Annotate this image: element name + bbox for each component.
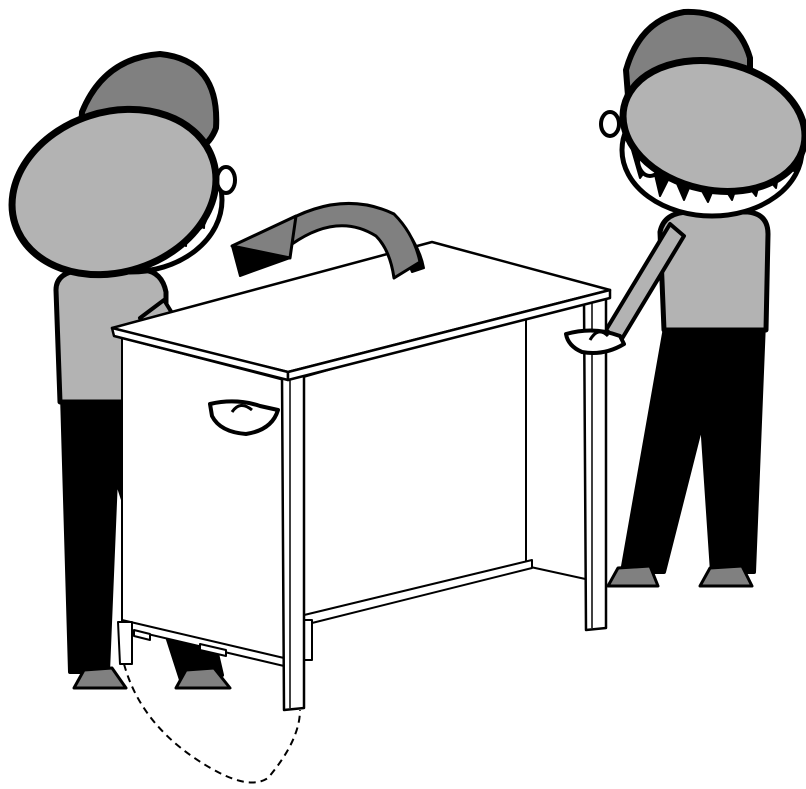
- rotate-arrow-head-shade: [231, 245, 291, 277]
- right-person-ear: [599, 110, 621, 138]
- hands: [208, 328, 626, 436]
- desk-bracket-left: [117, 621, 133, 665]
- desk-bracket-right: [199, 643, 227, 657]
- rotate-arrow-band: [276, 201, 422, 280]
- right-person-shoe-right: [698, 564, 754, 588]
- right-person-body: [604, 209, 771, 588]
- left-person-shoe-left: [72, 666, 128, 690]
- left-person-ear: [215, 165, 237, 195]
- left-person-shoe-right: [174, 666, 232, 690]
- left-person-cap-brim: [8, 105, 220, 279]
- right-person-thumb: [588, 330, 610, 341]
- right-person-hand: [564, 328, 626, 355]
- desk-top-right-edge: [286, 288, 612, 382]
- right-person-pants: [620, 320, 766, 574]
- desk-leg-front: [280, 370, 306, 712]
- desk-bracket-left-2: [133, 629, 151, 641]
- left-person-thumb: [230, 404, 253, 413]
- desk-left-panel: [121, 337, 285, 663]
- right-person-cap-brim: [619, 57, 806, 195]
- swing-dashed-arc: [123, 663, 301, 784]
- desk: [110, 240, 612, 712]
- rotate-arrow: [230, 201, 425, 280]
- right-person-head: [599, 8, 806, 219]
- left-person-hand: [208, 399, 280, 436]
- right-person-shoe-left: [606, 564, 660, 588]
- left-person-head: [8, 51, 237, 279]
